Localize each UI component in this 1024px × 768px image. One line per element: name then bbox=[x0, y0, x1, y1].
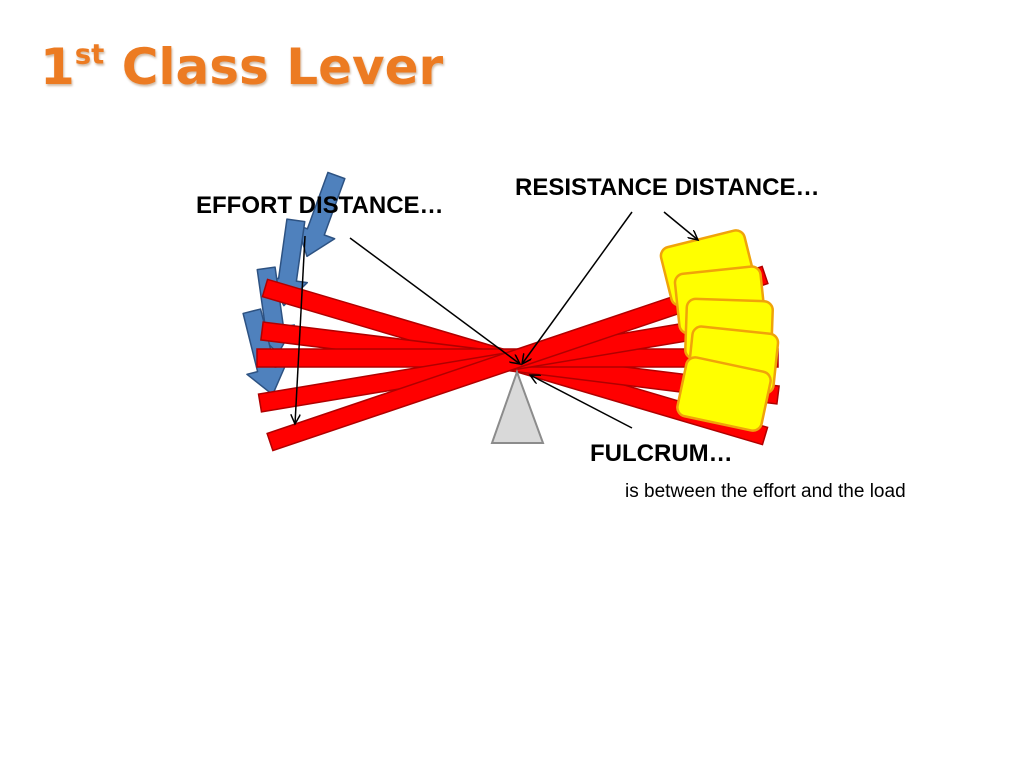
effort-distance-pointer bbox=[295, 235, 306, 424]
load-box-icon bbox=[676, 356, 772, 432]
resistance-to-fulcrum-pointer bbox=[522, 211, 633, 364]
pointer-lines bbox=[295, 211, 698, 429]
title-text: Class Lever bbox=[104, 38, 444, 96]
fulcrum-label: FULCRUM… bbox=[590, 440, 733, 467]
fulcrum-triangle-icon bbox=[490, 369, 545, 444]
resistance-distance-pointer bbox=[663, 211, 698, 240]
resistance-distance-label: RESISTANCE DISTANCE… bbox=[515, 174, 820, 201]
effort-arrow-down-icon bbox=[296, 171, 346, 258]
fulcrum-note: is between the effort and the load bbox=[625, 481, 906, 502]
effort-to-fulcrum-pointer bbox=[349, 237, 520, 364]
load-boxes bbox=[659, 229, 780, 432]
effort-distance-label: EFFORT DISTANCE… bbox=[196, 192, 444, 219]
title-ordinal: st bbox=[74, 38, 105, 71]
page-title: 1st Class Lever bbox=[40, 41, 443, 92]
title-number: 1 bbox=[40, 38, 75, 96]
fulcrum-pointer bbox=[530, 375, 633, 429]
